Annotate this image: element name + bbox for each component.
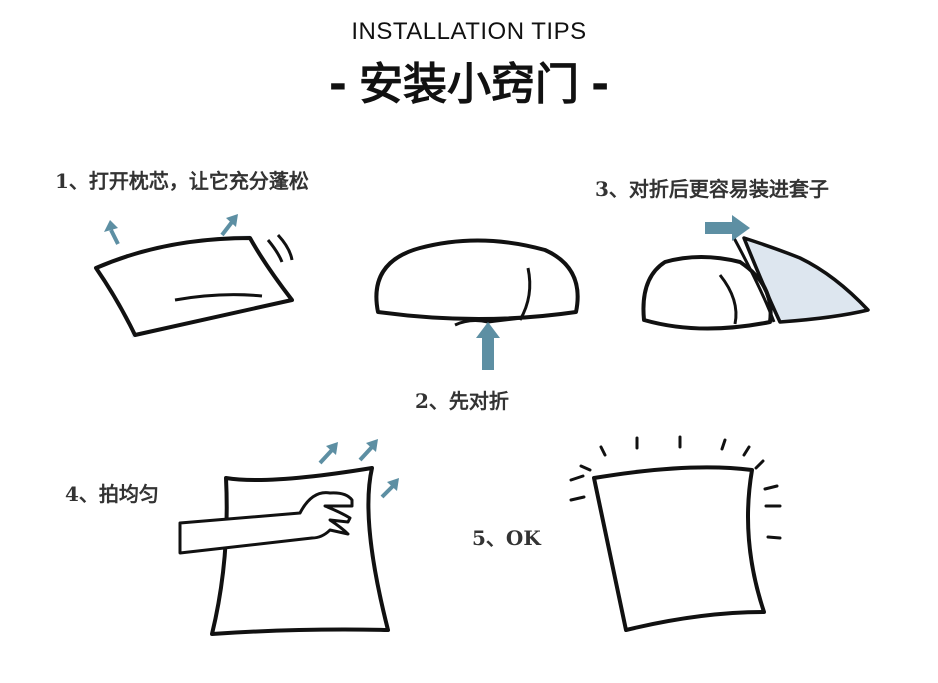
- arrow-icon: [220, 214, 238, 237]
- header-title: -安装小窍门-: [0, 48, 938, 112]
- pillow-fluffed-icon: [94, 214, 294, 338]
- step-2-label: 2、先对折: [415, 389, 509, 413]
- header-subtitle: INSTALLATION TIPS: [351, 18, 587, 45]
- arrow-icon: [476, 322, 500, 370]
- step-5-label: 5、OK: [472, 526, 541, 550]
- step-3-label: 3、对折后更容易装进套子: [595, 177, 829, 201]
- arrow-icon: [705, 215, 750, 241]
- step-4-label: 4、拍均匀: [65, 482, 159, 506]
- arrow-icon: [318, 442, 338, 465]
- arrow-icon: [104, 220, 120, 245]
- pillow-folded-icon: [374, 238, 580, 370]
- arrow-icon: [358, 439, 378, 462]
- title-dash-left: -: [328, 59, 347, 110]
- pillow-patted-icon: [178, 439, 399, 636]
- pillow-finished-icon: [569, 435, 782, 632]
- title-dash-right: -: [591, 59, 610, 110]
- title-text: 安装小窍门: [359, 59, 579, 110]
- arrow-icon: [380, 478, 399, 499]
- pillow-into-case-icon: [641, 215, 870, 331]
- step-1-label: 1、打开枕芯，让它充分蓬松: [55, 169, 309, 193]
